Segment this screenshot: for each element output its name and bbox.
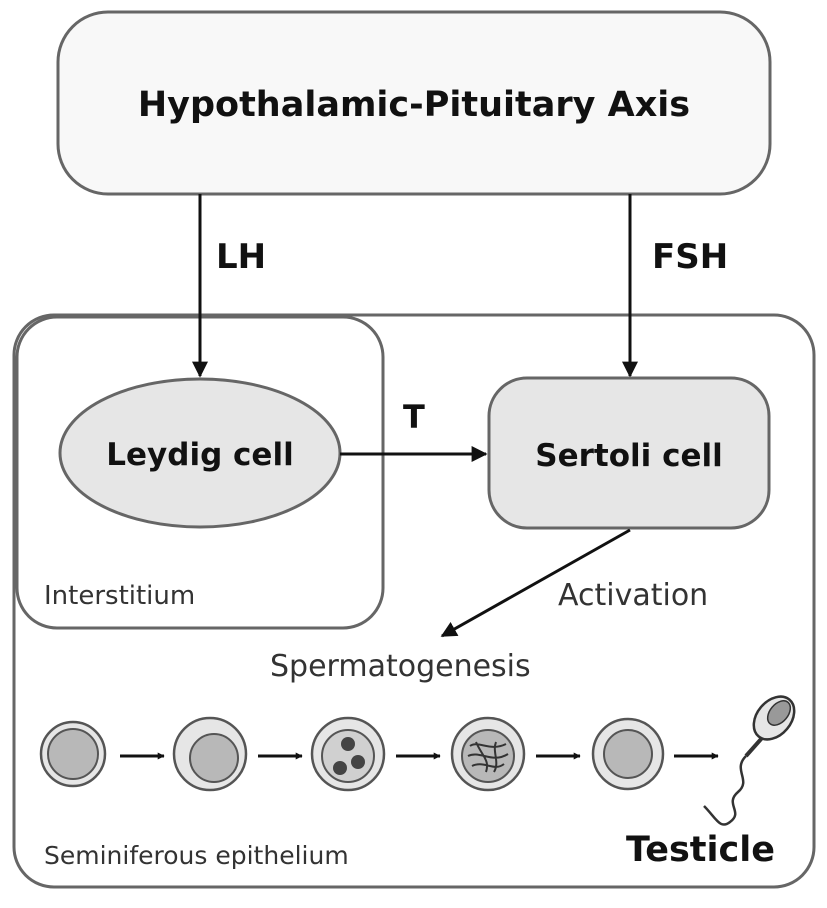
- testosterone-label: T: [403, 398, 425, 436]
- testicle-box: [12, 313, 816, 889]
- fsh-label: FSH: [652, 237, 728, 277]
- leydig-cell: Leydig cell: [58, 377, 342, 529]
- lh-label: LH: [216, 237, 266, 277]
- spermatozoon: [703, 695, 796, 826]
- activation-arrow: [440, 528, 631, 638]
- hypothalamic-pituitary-axis-box: Hypothalamic-Pituitary Axis: [56, 10, 772, 196]
- chromatin-cell: [450, 716, 526, 792]
- activation-label: Activation: [558, 578, 708, 613]
- sertoli-cell-label: Sertoli cell: [535, 438, 722, 474]
- primary-spermatocyte-cell: [172, 716, 248, 792]
- hpa-label: Hypothalamic-Pituitary Axis: [138, 85, 690, 125]
- spermatogenesis-label: Spermatogenesis: [270, 649, 531, 684]
- interstitium-label: Interstitium: [44, 581, 195, 611]
- seminiferous-epithelium-label: Seminiferous epithelium: [44, 841, 349, 870]
- spermatogonium-cell: [39, 720, 107, 788]
- spermatogenesis-stages: [39, 695, 796, 826]
- meiotic-cell: [310, 716, 386, 792]
- testicle-label: Testicle: [626, 830, 775, 870]
- leydig-cell-label: Leydig cell: [106, 437, 293, 473]
- spermatid-cell: [591, 717, 665, 791]
- sertoli-cell: Sertoli cell: [487, 376, 771, 530]
